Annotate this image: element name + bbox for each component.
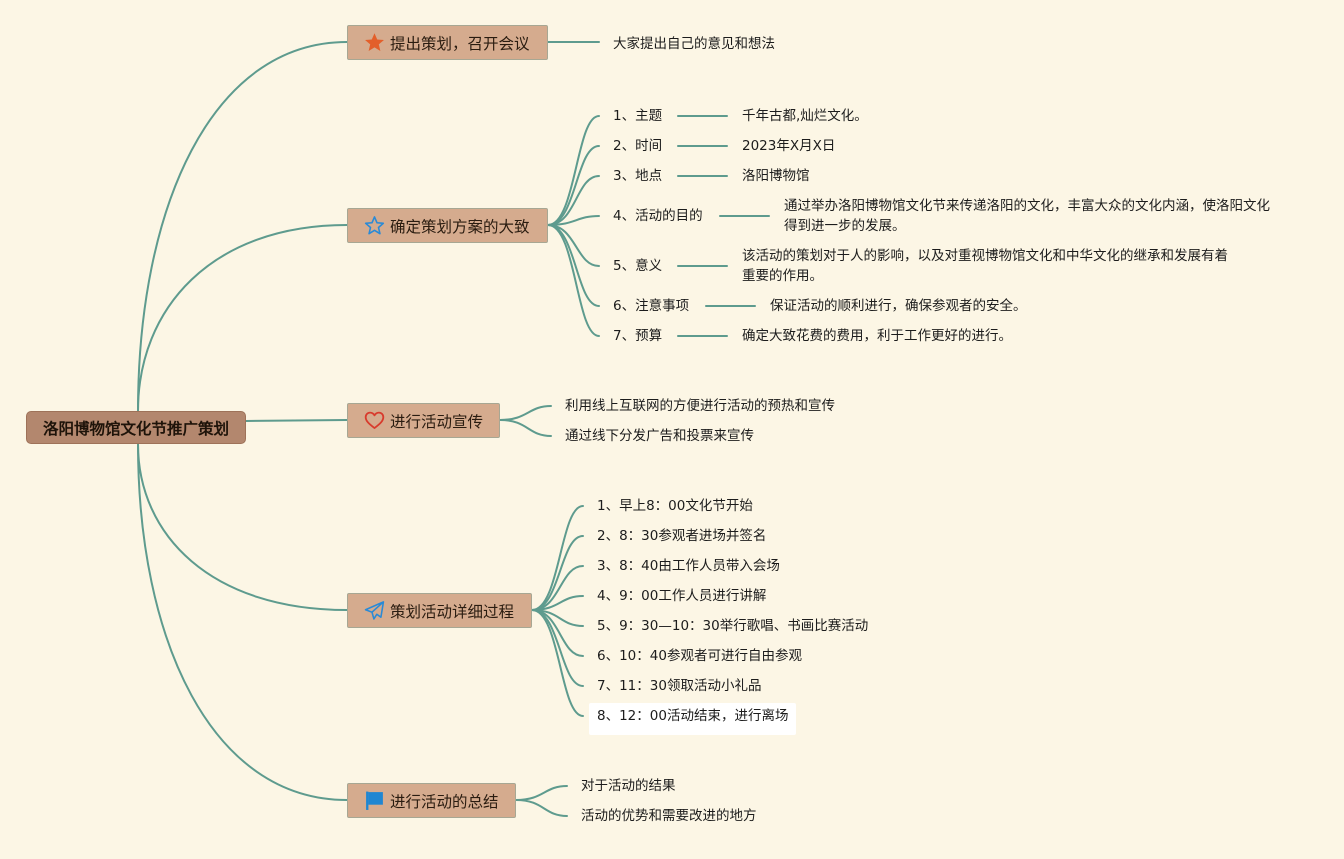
branch-detailed-process[interactable]: 策划活动详细过程	[347, 593, 532, 628]
plan-item-label: 2、时间	[613, 138, 663, 154]
branch-label: 进行活动的总结	[390, 792, 499, 811]
root-topic[interactable]: 洛阳博物馆文化节推广策划	[26, 411, 246, 444]
schedule-item: 6、10：40参观者可进行自由参观	[597, 648, 802, 664]
plan-item-detail: 洛阳博物馆	[742, 168, 810, 184]
branch-connector	[515, 785, 568, 801]
branch-promotion[interactable]: 进行活动宣传	[347, 403, 500, 438]
detail-connectors	[677, 115, 770, 337]
branch-connector	[547, 115, 600, 226]
root-connector	[137, 443, 348, 611]
schedule-item: 5、9：30—10：30举行歌唱、书画比赛活动	[597, 618, 869, 634]
branch-connector	[547, 224, 600, 337]
branch-connector	[531, 535, 584, 611]
plan-item-detail: 2023年X月X日	[742, 138, 836, 154]
root-topic-label: 洛阳博物馆文化节推广策划	[42, 419, 229, 438]
branch-connector	[531, 609, 584, 687]
leaf-item: 对于活动的结果	[581, 778, 676, 794]
schedule-item: 7、11：30领取活动小礼品	[597, 678, 762, 694]
root-connector	[137, 224, 348, 412]
schedule-item: 8、12：00活动结束，进行离场	[589, 703, 797, 735]
schedule-item: 4、9：00工作人员进行讲解	[597, 588, 767, 604]
heart-icon	[364, 410, 385, 431]
branch-summary[interactable]: 进行活动的总结	[347, 783, 516, 818]
schedule-item: 2、8：30参观者进场并签名	[597, 528, 767, 544]
branch-label: 确定策划方案的大致	[390, 217, 530, 236]
branch-label: 策划活动详细过程	[390, 602, 515, 621]
branch-proposal-meeting[interactable]: 提出策划，召开会议	[347, 25, 548, 60]
plan-item-detail: 该活动的策划对于人的影响，以及对重视博物馆文化和中华文化的继承和发展有着重要的作…	[742, 248, 1228, 284]
branch-connector	[515, 799, 568, 817]
leaf-item: 活动的优势和需要改进的地方	[581, 808, 757, 824]
plan-item-label: 5、意义	[613, 258, 663, 274]
plan-item-label: 3、地点	[613, 168, 663, 184]
branch-connector	[531, 505, 584, 611]
plan-item-label: 7、预算	[613, 328, 663, 344]
root-connector	[245, 419, 348, 422]
schedule-item: 3、8：40由工作人员带入会场	[597, 558, 780, 574]
branch-connector	[531, 609, 584, 717]
plan-item-detail: 保证活动的顺利进行，确保参观者的安全。	[770, 298, 1027, 314]
branch-label: 提出策划，召开会议	[390, 34, 530, 53]
branch-connectors	[499, 41, 600, 817]
root-connector	[137, 443, 348, 801]
plan-item-detail: 通过举办洛阳博物馆文化节来传递洛阳的文化，丰富大众的文化内涵，使洛阳文化得到进一…	[784, 198, 1270, 234]
root-connectors	[137, 41, 348, 801]
leaf-item: 通过线下分发广告和投票来宣传	[565, 428, 754, 444]
schedule-item: 1、早上8：00文化节开始	[597, 498, 753, 514]
star-filled-icon	[364, 32, 385, 53]
paper-plane-icon	[364, 600, 385, 621]
plan-item-label: 6、注意事项	[613, 298, 690, 314]
plan-item-label: 4、活动的目的	[613, 208, 703, 224]
branch-connector	[499, 419, 552, 437]
branch-label: 进行活动宣传	[390, 412, 484, 431]
branch-connector	[547, 224, 600, 307]
root-connector	[137, 41, 348, 412]
leaf-item: 大家提出自己的意见和想法	[613, 36, 775, 52]
plan-item-detail: 确定大致花费的费用，利于工作更好的进行。	[742, 328, 1012, 344]
branch-connector	[547, 145, 600, 226]
branch-connector	[547, 175, 600, 226]
plan-item-label: 1、主题	[613, 108, 663, 124]
flag-icon	[364, 790, 385, 811]
star-outline-icon	[364, 215, 385, 236]
leaf-item: 利用线上互联网的方便进行活动的预热和宣传	[565, 398, 835, 414]
branch-plan-outline[interactable]: 确定策划方案的大致	[347, 208, 548, 243]
branch-connector	[499, 405, 552, 421]
plan-item-detail: 千年古都,灿烂文化。	[742, 108, 868, 124]
